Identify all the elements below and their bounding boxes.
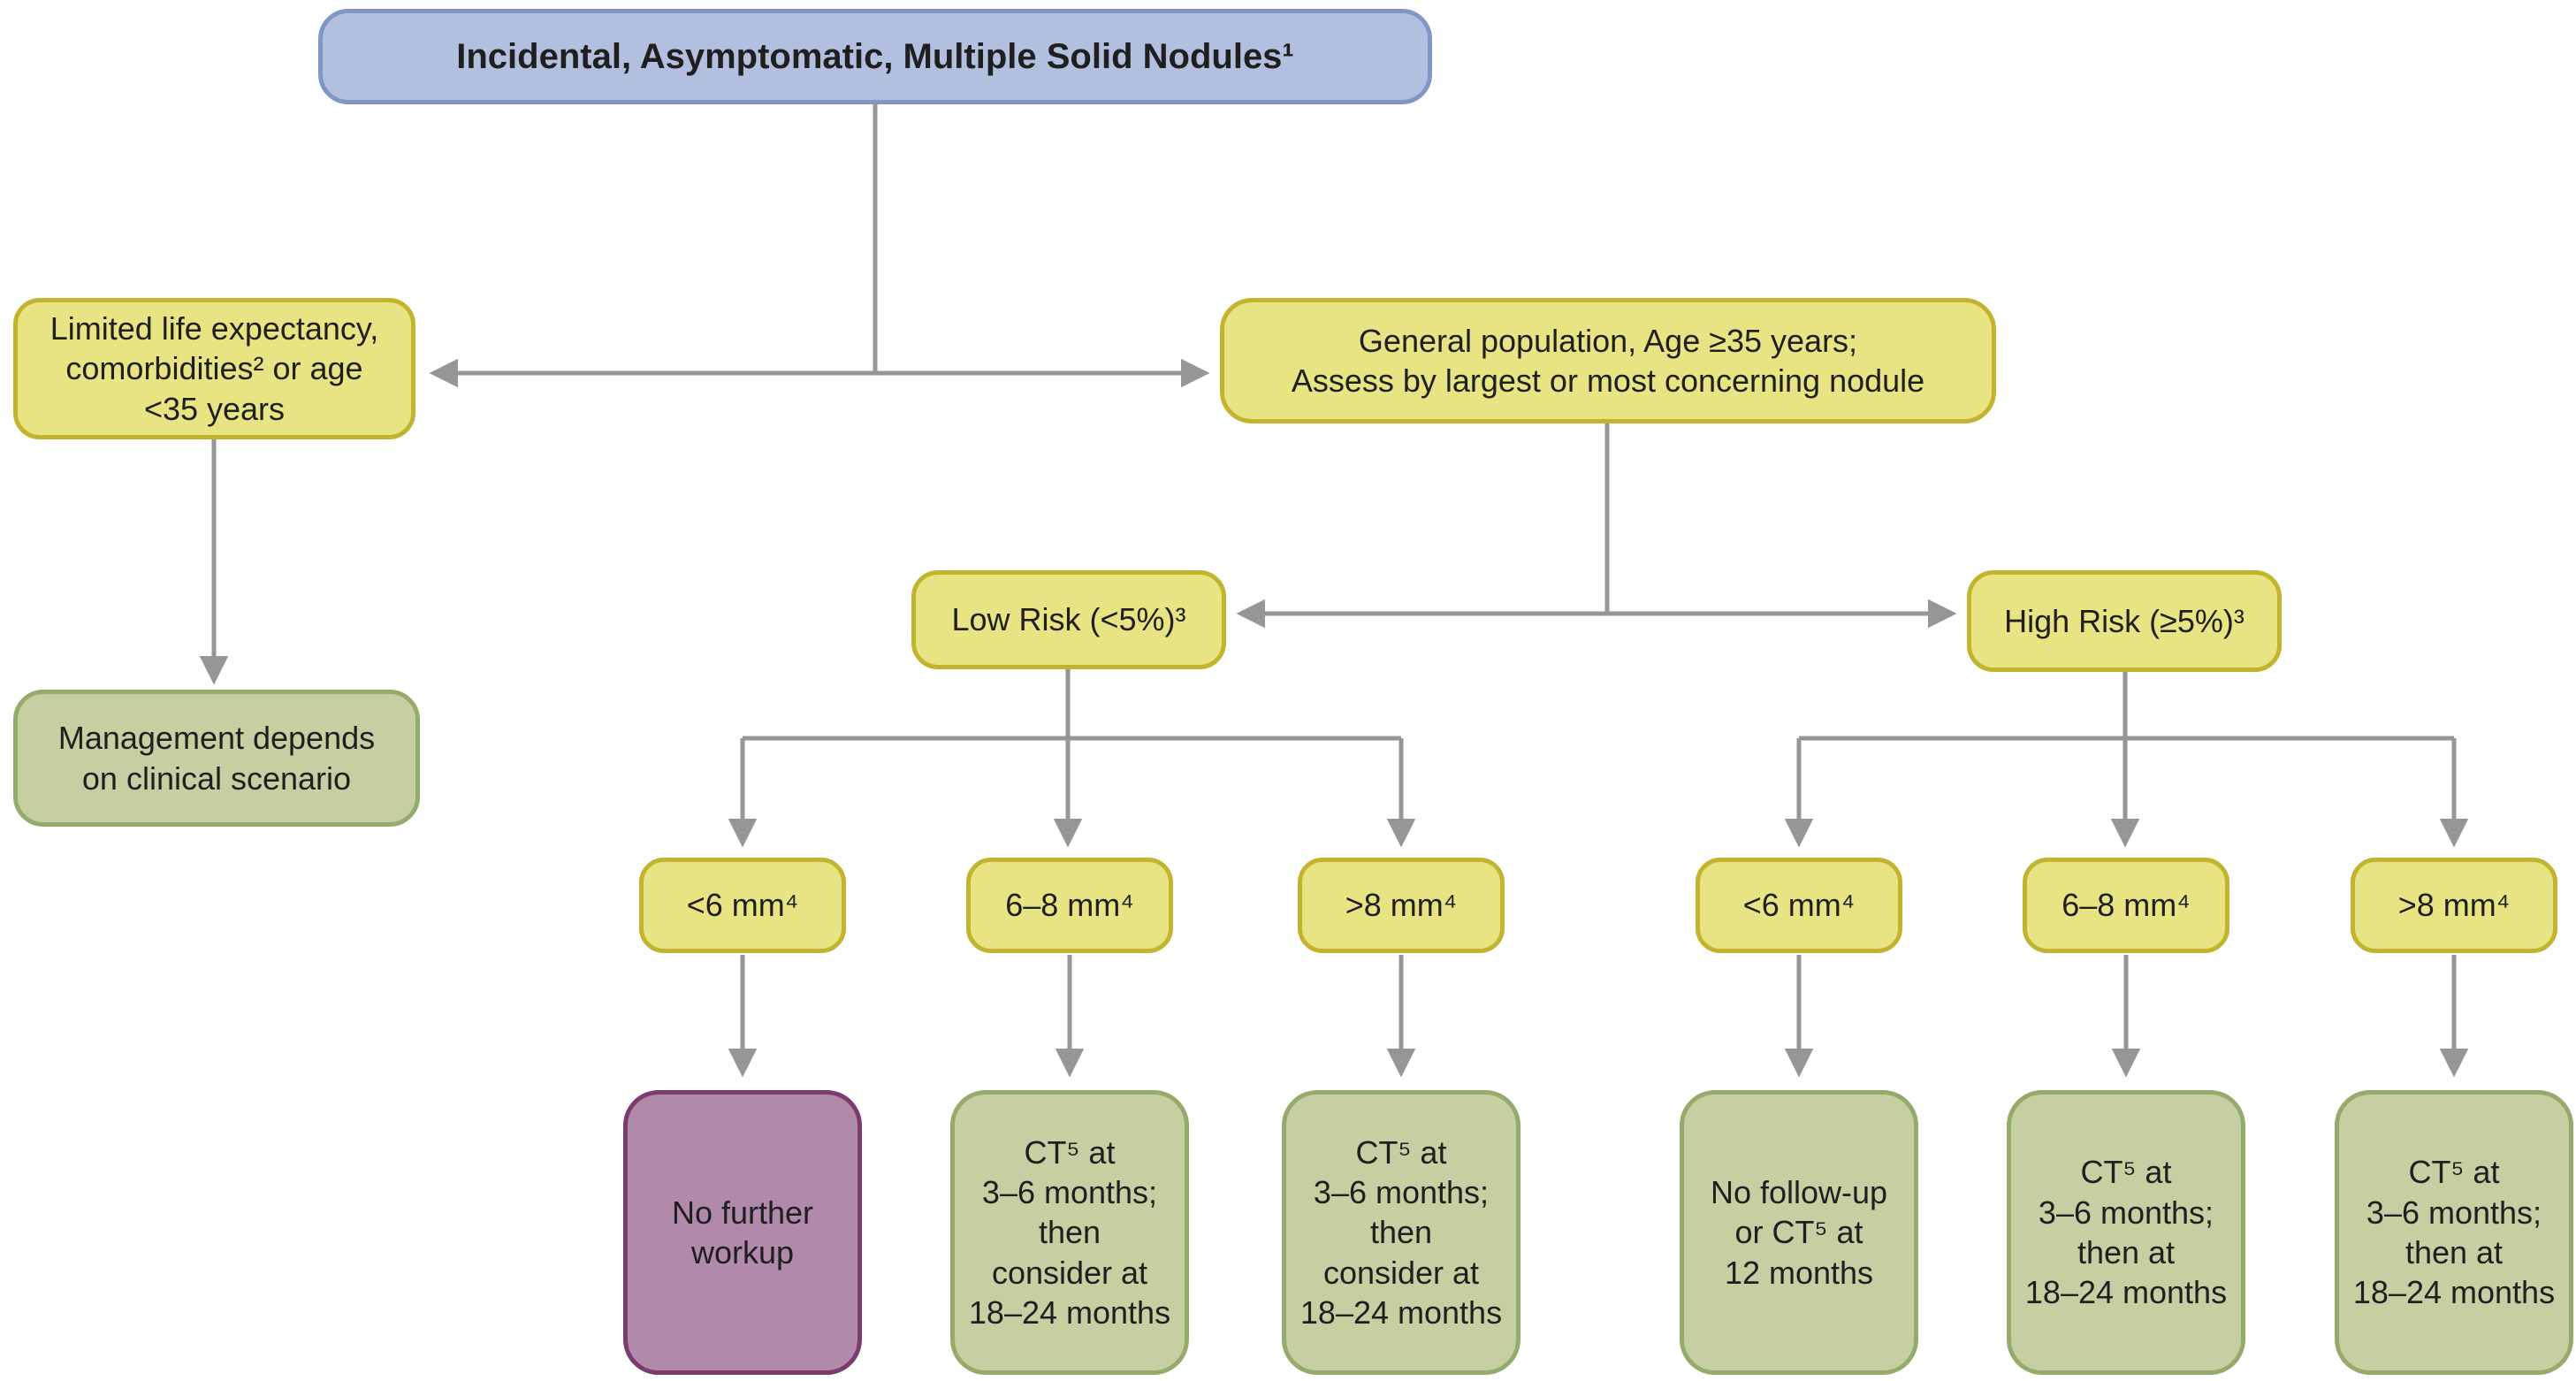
- node-outcome-high-6-8mm: CT⁵ at 3–6 months; then at 18–24 months: [2007, 1090, 2245, 1375]
- node-outcome-high-gt8mm: CT⁵ at 3–6 months; then at 18–24 months: [2335, 1090, 2573, 1375]
- outcome-low-6-8-label: CT⁵ at 3–6 months; then consider at 18–2…: [968, 1133, 1171, 1331]
- node-low-risk-gt8mm: >8 mm⁴: [1298, 858, 1505, 953]
- outcome-high-gt8-label: CT⁵ at 3–6 months; then at 18–24 months: [2352, 1154, 2556, 1311]
- node-outcome-high-lt6mm: No follow-up or CT⁵ at 12 months: [1680, 1090, 1918, 1375]
- node-high-risk-lt6mm: <6 mm⁴: [1696, 858, 1902, 953]
- node-low-gt8-label: >8 mm⁴: [1345, 887, 1458, 924]
- outcome-high-6-8-label: CT⁵ at 3–6 months; then at 18–24 months: [2024, 1154, 2228, 1311]
- node-root-label: Incidental, Asymptomatic, Multiple Solid…: [456, 36, 1294, 76]
- node-outcome-no-further-workup: No further workup: [623, 1090, 862, 1375]
- outcome-low-gt8-label: CT⁵ at 3–6 months; then consider at 18–2…: [1299, 1133, 1503, 1331]
- node-high-risk-6-8mm: 6–8 mm⁴: [2023, 858, 2229, 953]
- node-high-risk-label: High Risk (≥5%)³: [2004, 602, 2244, 639]
- node-limited-life-label: Limited life expectancy, comorbidities² …: [50, 309, 379, 427]
- node-limited-life-expectancy: Limited life expectancy, comorbidities² …: [13, 298, 415, 439]
- node-low-risk-6-8mm: 6–8 mm⁴: [966, 858, 1173, 953]
- node-general-population: General population, Age ≥35 years; Asses…: [1220, 298, 1996, 423]
- node-outcome-low-6-8mm: CT⁵ at 3–6 months; then consider at 18–2…: [950, 1090, 1189, 1375]
- node-management-depends: Management depends on clinical scenario: [13, 690, 420, 827]
- outcome-no-further-workup-label: No further workup: [671, 1194, 814, 1270]
- node-general-population-label: General population, Age ≥35 years; Asses…: [1291, 322, 1925, 399]
- node-low-risk: Low Risk (<5%)³: [911, 570, 1226, 669]
- node-high-gt8-label: >8 mm⁴: [2397, 887, 2511, 924]
- node-low-lt6-label: <6 mm⁴: [686, 887, 799, 924]
- node-low-6-8-label: 6–8 mm⁴: [1005, 887, 1134, 924]
- node-low-risk-lt6mm: <6 mm⁴: [639, 858, 846, 953]
- node-high-6-8-label: 6–8 mm⁴: [2062, 887, 2191, 924]
- outcome-high-lt6-label: No follow-up or CT⁵ at 12 months: [1710, 1173, 1888, 1291]
- node-management-label: Management depends on clinical scenario: [57, 720, 376, 797]
- node-high-lt6-label: <6 mm⁴: [1742, 887, 1856, 924]
- node-low-risk-label: Low Risk (<5%)³: [951, 601, 1186, 638]
- node-outcome-low-gt8mm: CT⁵ at 3–6 months; then consider at 18–2…: [1282, 1090, 1520, 1375]
- node-high-risk: High Risk (≥5%)³: [1967, 570, 2282, 672]
- node-root: Incidental, Asymptomatic, Multiple Solid…: [318, 9, 1432, 104]
- node-high-risk-gt8mm: >8 mm⁴: [2351, 858, 2557, 953]
